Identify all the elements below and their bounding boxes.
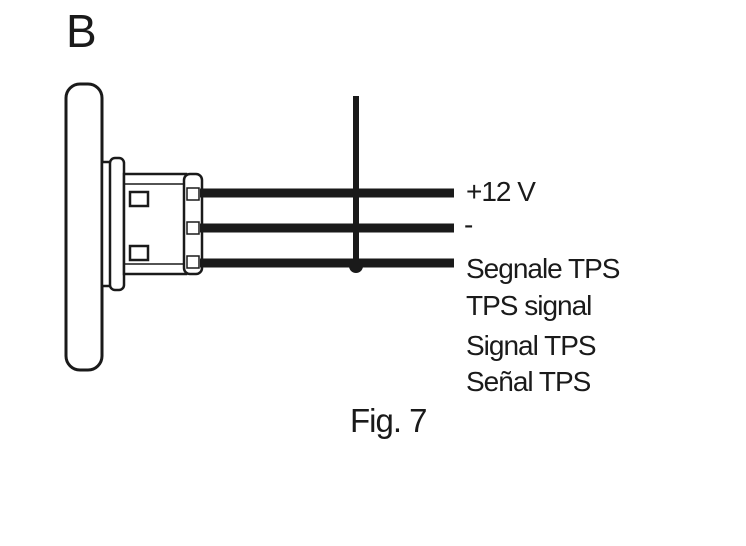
label-signal-it: Segnale TPS [466, 253, 620, 284]
pin-marker-3 [186, 255, 200, 269]
pin-marker-1 [186, 187, 200, 201]
connector-housing [100, 156, 188, 292]
label-negative: - [464, 209, 473, 240]
label-signal-fr: Signal TPS [466, 330, 597, 361]
panel-label: B [66, 5, 97, 57]
sensor-body [64, 82, 104, 372]
figure-caption: Fig. 7 [350, 402, 428, 439]
connector-latch-top [128, 190, 150, 208]
connector-plug [182, 172, 204, 276]
pin-marker-2 [186, 221, 200, 235]
label-signal-es: Señal TPS [466, 366, 591, 397]
label-positive: +12 V [466, 176, 536, 207]
label-signal-en: TPS signal [466, 290, 592, 321]
connector-latch-bottom [128, 244, 150, 262]
junction-dot [349, 259, 363, 273]
